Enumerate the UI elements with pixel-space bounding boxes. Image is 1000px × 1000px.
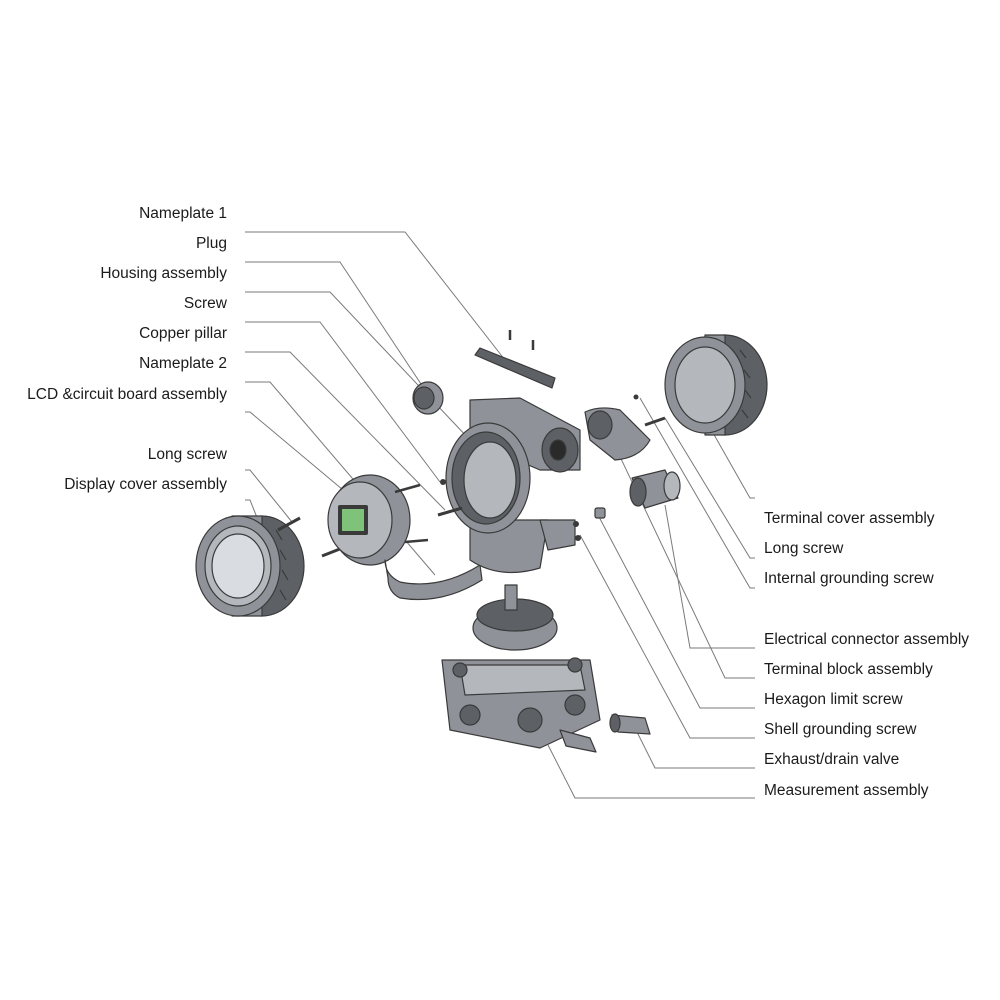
label-nameplate-1: Nameplate 1 (139, 205, 227, 222)
leader-plug (245, 261, 426, 391)
copper-pillar (437, 506, 463, 517)
label-shell-grounding: Shell grounding screw (764, 721, 917, 738)
shell-grounding-screw (573, 521, 581, 541)
leader-long-screw-right (664, 417, 755, 559)
leader-internal-grounding (639, 397, 755, 589)
leader-electrical-connector (664, 504, 755, 649)
label-internal-grounding: Internal grounding screw (764, 570, 934, 587)
leader-lines (245, 231, 755, 799)
label-exhaust-valve: Exhaust/drain valve (764, 751, 900, 768)
nameplate-2 (384, 559, 483, 601)
display-cover-assembly (195, 515, 305, 617)
leader-shell-grounding (579, 534, 755, 739)
leader-display-cover (245, 499, 259, 521)
label-measurement: Measurement assembly (764, 782, 929, 799)
label-terminal-block: Terminal block assembly (764, 661, 933, 678)
label-long-screw-right: Long screw (764, 540, 844, 557)
terminal-block-assembly (584, 394, 666, 461)
leader-nameplate-1 (245, 231, 506, 361)
measurement-assembly (441, 584, 601, 753)
leader-hexagon-limit (597, 514, 755, 709)
exhaust-drain-valve (609, 713, 651, 735)
housing-assembly (445, 397, 581, 574)
leader-copper-pillar (245, 351, 446, 511)
label-lcd-board: LCD &circuit board assembly (27, 386, 227, 403)
label-plug: Plug (195, 235, 227, 252)
lcd-screen (342, 509, 364, 531)
leader-screw (245, 321, 441, 483)
label-hexagon-limit: Hexagon limit screw (764, 691, 903, 708)
leader-terminal-block (604, 424, 755, 679)
lcd-circuit-board-assembly (327, 474, 429, 566)
label-copper-pillar: Copper pillar (139, 325, 227, 342)
leader-measurement (547, 744, 755, 799)
leader-long-screw-left (245, 469, 293, 523)
hexagon-limit-screw (594, 507, 606, 519)
leader-housing-assembly (245, 291, 471, 441)
leader-exhaust-valve (634, 727, 755, 769)
electrical-connector-assembly (629, 469, 681, 509)
leader-lcd-board (245, 411, 356, 501)
label-terminal-cover: Terminal cover assembly (764, 510, 935, 527)
label-display-cover: Display cover assembly (64, 476, 227, 493)
terminal-cover-assembly (664, 334, 768, 436)
nameplate-1 (474, 330, 556, 389)
plug (412, 381, 444, 415)
leader-terminal-cover (699, 409, 755, 499)
label-electrical-connector: Electrical connector assembly (764, 631, 970, 648)
label-housing-assembly: Housing assembly (100, 265, 227, 282)
label-long-screw-left: Long screw (147, 446, 227, 463)
label-screw: Screw (183, 295, 227, 312)
label-nameplate-2: Nameplate 2 (139, 355, 227, 372)
screw (440, 479, 446, 485)
